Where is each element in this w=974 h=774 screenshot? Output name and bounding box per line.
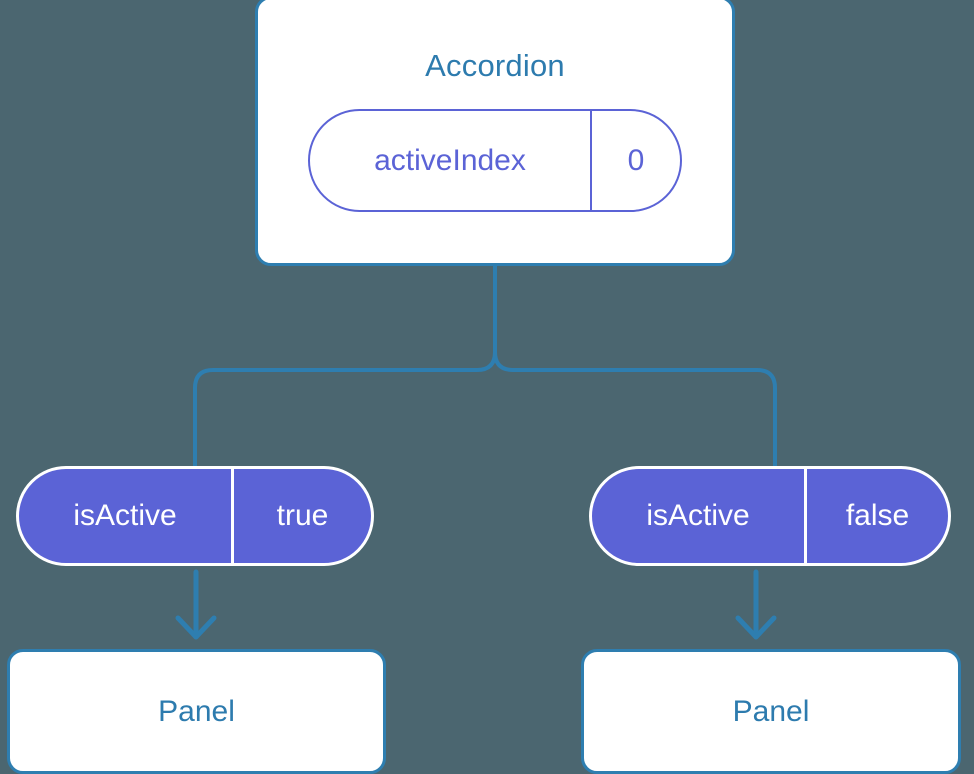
panel-component-title-right: Panel: [732, 694, 810, 728]
panel-component-card-right[interactable]: Panel: [581, 649, 961, 774]
tree-branch-connector-right: [493, 263, 777, 468]
arrow-down-icon-right: [735, 569, 777, 640]
prop-key-left: isActive: [19, 469, 234, 563]
accordion-state-value: 0: [627, 143, 645, 177]
prop-value-left: true: [276, 499, 329, 532]
panel-component-card-left[interactable]: Panel: [7, 649, 386, 774]
prop-pill-is-active-true[interactable]: isActive true: [16, 466, 374, 566]
accordion-component-title: Accordion: [425, 48, 565, 83]
panel-component-title-left: Panel: [158, 694, 235, 728]
accordion-state-pill[interactable]: activeIndex 0: [308, 109, 682, 212]
arrow-down-icon-left: [175, 569, 217, 640]
tree-branch-connector: [193, 263, 497, 468]
prop-key-right: isActive: [592, 469, 807, 563]
accordion-state-key: activeIndex: [310, 111, 592, 210]
accordion-component-card[interactable]: Accordion activeIndex 0: [255, 0, 735, 266]
prop-value-right: false: [845, 499, 910, 532]
prop-pill-is-active-false[interactable]: isActive false: [589, 466, 951, 566]
